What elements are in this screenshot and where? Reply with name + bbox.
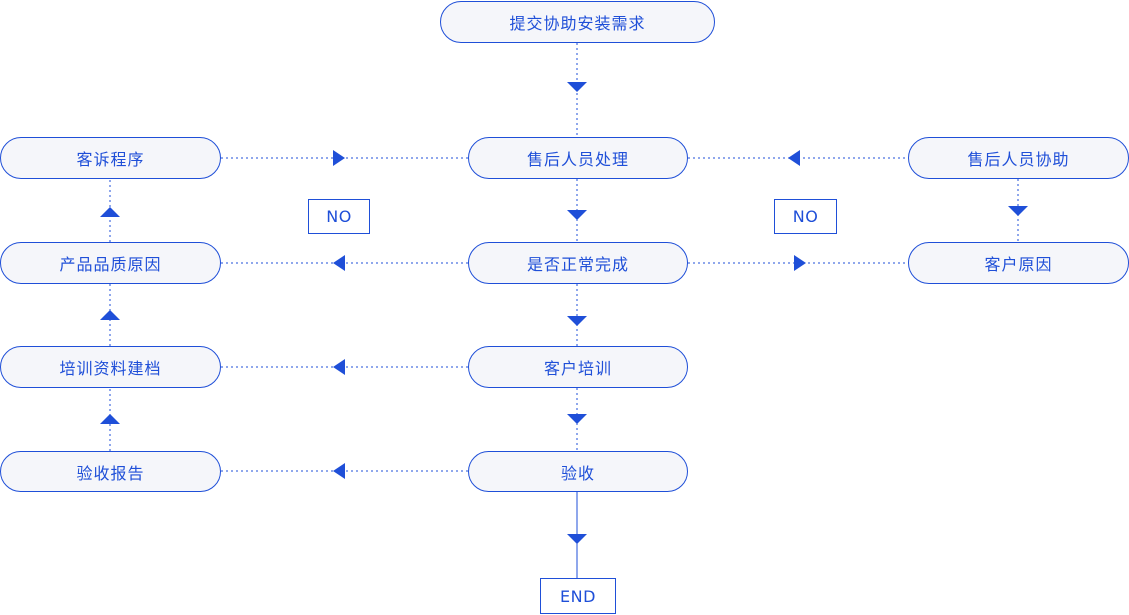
arrow-down-3: [567, 316, 587, 326]
arrow-left-2: [333, 359, 345, 375]
node-normal-completion: 是否正常完成: [468, 242, 688, 284]
arrow-right-2: [794, 255, 806, 271]
node-acceptance-report: 验收报告: [0, 451, 221, 492]
no-label-left: NO: [308, 199, 370, 234]
node-submit-request: 提交协助安装需求: [440, 1, 715, 43]
node-product-quality-cause: 产品品质原因: [0, 242, 221, 284]
node-training-archive: 培训资料建档: [0, 346, 221, 388]
arrow-left-3: [333, 463, 345, 479]
arrow-left-4: [788, 150, 800, 166]
node-aftersales-assist: 售后人员协助: [908, 137, 1129, 179]
node-complaint-procedure: 客诉程序: [0, 137, 221, 179]
node-acceptance: 验收: [468, 451, 688, 492]
arrow-down-5: [567, 534, 587, 544]
arrow-up-1: [100, 207, 120, 217]
arrow-down-1: [567, 82, 587, 92]
end-box: END: [540, 578, 616, 614]
arrow-down-2: [567, 210, 587, 220]
arrow-left-1: [333, 255, 345, 271]
arrow-down-6: [1008, 206, 1028, 216]
arrow-right-1: [333, 150, 345, 166]
node-customer-training: 客户培训: [468, 346, 688, 388]
node-customer-cause: 客户原因: [908, 242, 1129, 284]
node-aftersales-handle: 售后人员处理: [468, 137, 688, 179]
arrow-up-3: [100, 414, 120, 424]
no-label-right: NO: [774, 199, 837, 234]
arrow-down-4: [567, 414, 587, 424]
arrow-up-2: [100, 310, 120, 320]
